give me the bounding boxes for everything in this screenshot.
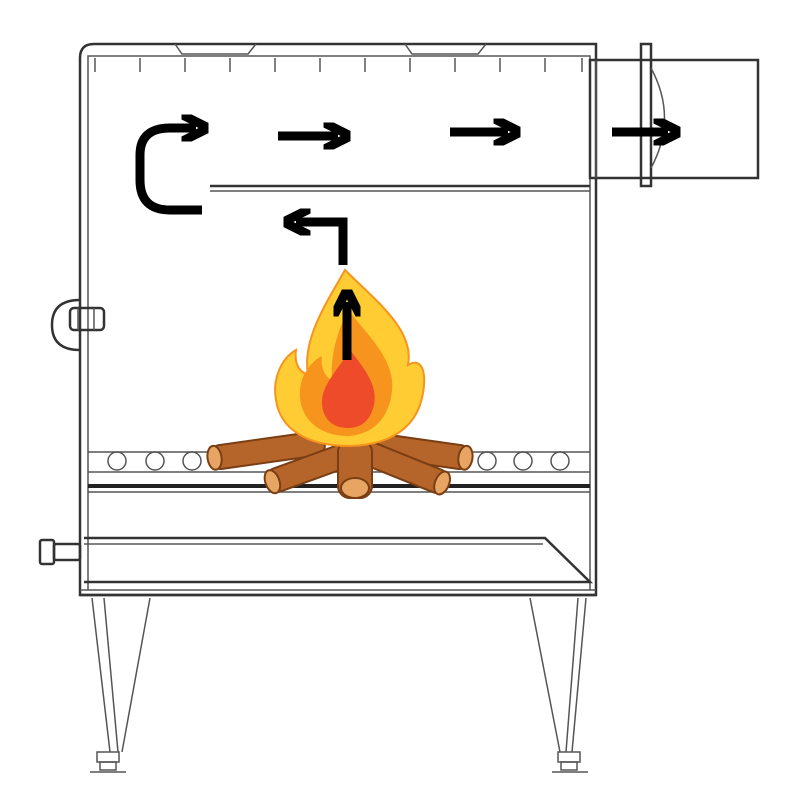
left-leg	[90, 597, 151, 773]
drain-valve	[38, 538, 82, 566]
airflow-arrow-curl	[135, 128, 202, 215]
cabinet-body	[78, 42, 598, 597]
firewood-logs-icon	[206, 430, 474, 499]
door-handle	[50, 298, 106, 352]
airflow-arrow-turn-left	[296, 222, 348, 265]
baffle-plate	[210, 184, 590, 192]
hanging-rod-rack	[94, 58, 583, 72]
exhaust-chimney	[588, 42, 760, 188]
right-leg	[529, 597, 588, 773]
ash-pan	[84, 536, 594, 584]
airflow-arrow-icon	[135, 128, 668, 360]
